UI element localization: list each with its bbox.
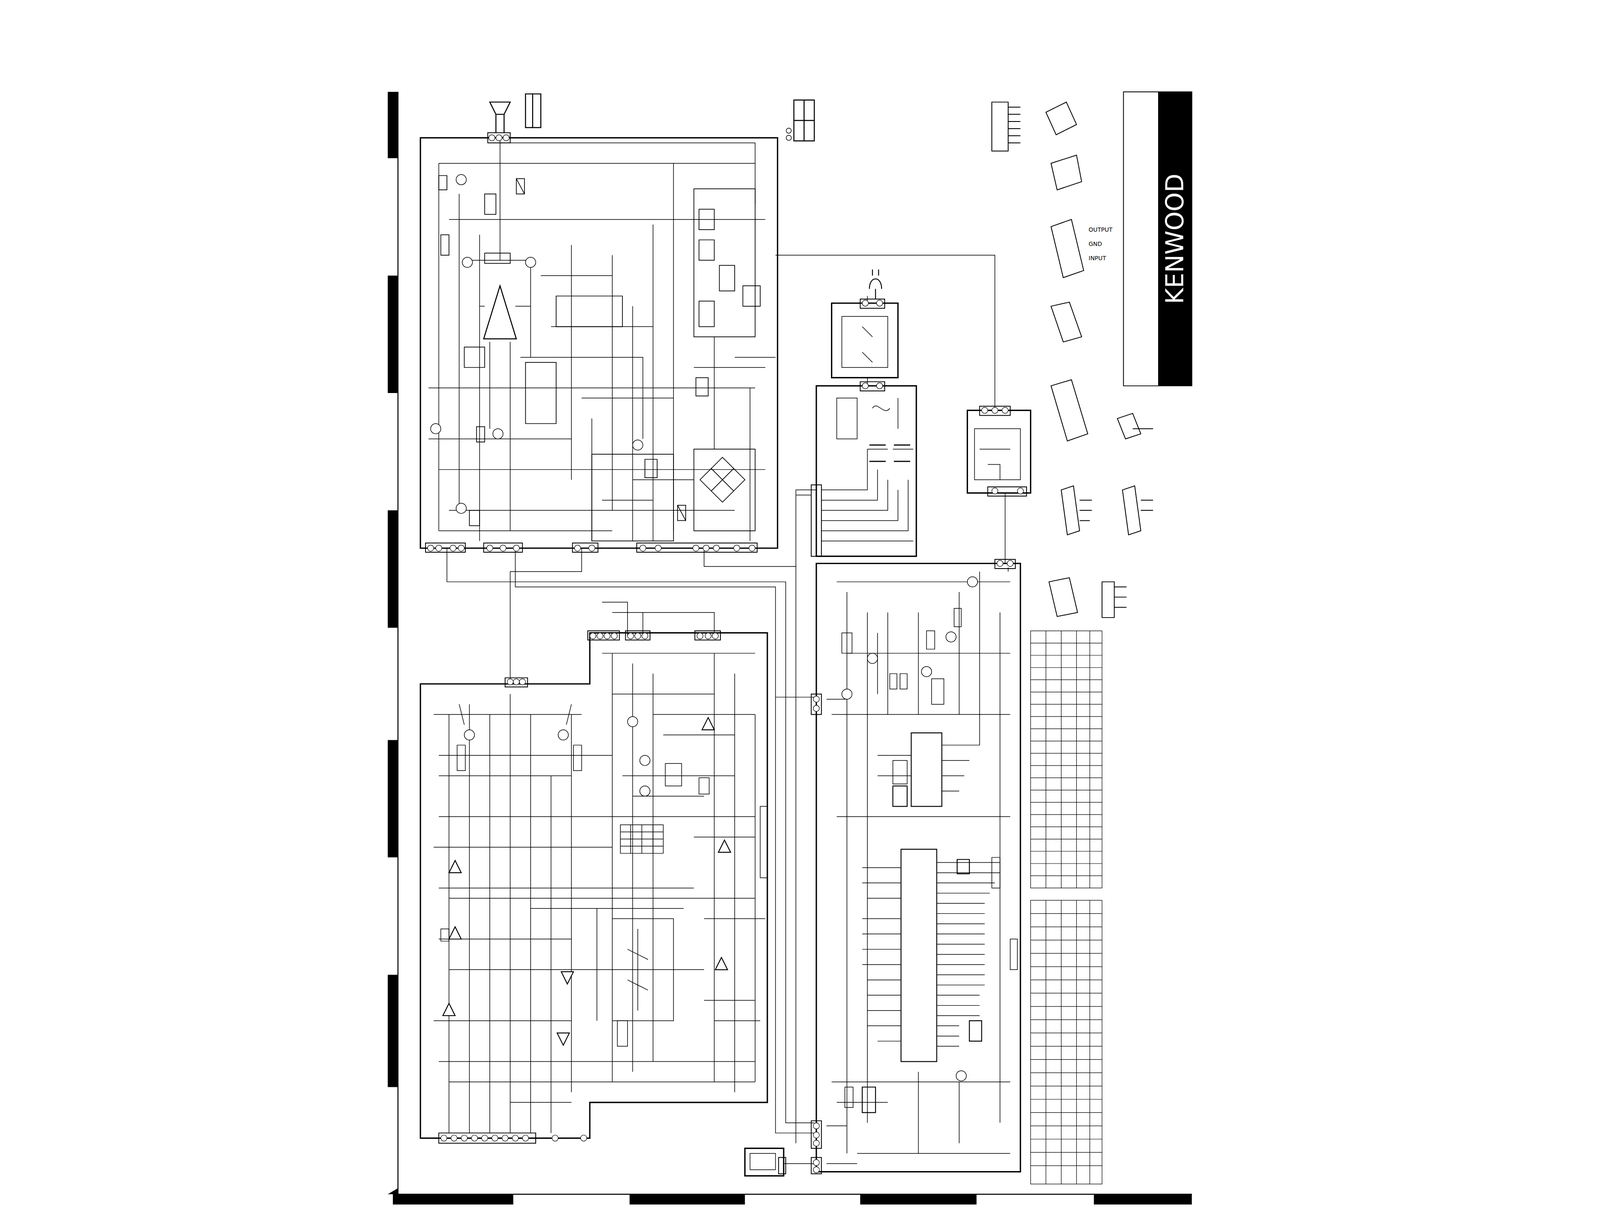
bridge-rectifier [699,456,745,502]
brand-name: KENWOOD [1162,173,1188,304]
wire [826,571,1011,1164]
title-band: KENWOOD [1158,91,1192,386]
board-outline [420,137,1031,1176]
connector-pins [427,134,1024,1173]
relay-symbol [516,178,686,521]
package-drawing [991,102,1154,618]
wire [821,316,1021,541]
transistor-symbol [430,174,978,1081]
frame-line [397,91,1192,1194]
wire [428,137,1009,1164]
speaker-symbol [489,93,815,141]
frame-marker [387,91,1193,1204]
amplifier-symbol [442,717,731,1046]
component-box [750,608,1018,1170]
terminal [786,128,792,134]
pin-label: OUTPUT [1087,226,1114,233]
terminal [786,135,792,141]
ic-package [862,732,982,1113]
plug-symbol [869,269,882,300]
transformer [869,444,911,462]
pin-label: GND [1087,240,1103,248]
title-block [1123,91,1192,386]
connector [425,132,1027,1174]
table-grid [1030,630,1103,1184]
pin-label: INPUT [1087,255,1108,262]
wire [433,652,766,1133]
component-box [440,744,768,1046]
amplifier-symbol [483,285,517,339]
component-box [438,175,761,541]
